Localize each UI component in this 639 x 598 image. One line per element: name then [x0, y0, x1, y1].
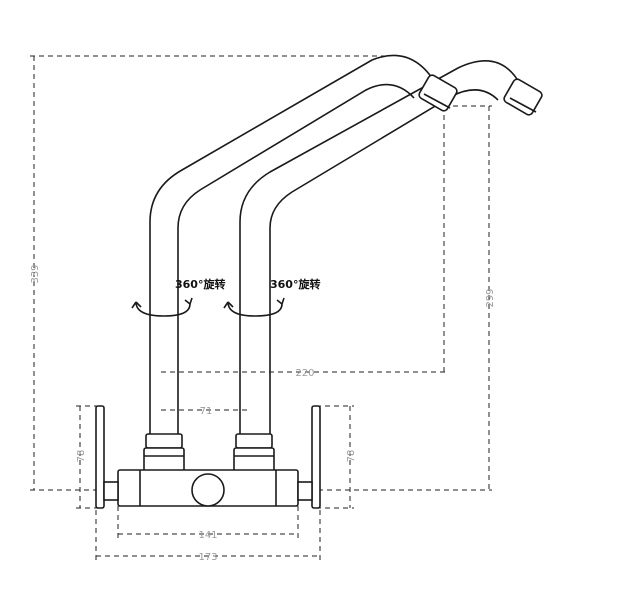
left-rotation-arrow	[131, 297, 193, 317]
dim-body-width: 141	[198, 530, 217, 541]
dim-left-flange-height: 78	[76, 450, 87, 463]
left-valve-nut	[143, 433, 185, 473]
rotation-label-right: 360°旋转	[270, 277, 320, 291]
right-rotation-arrow	[223, 297, 285, 317]
dim-right-flange-height: 78	[346, 450, 357, 463]
control-knob	[191, 473, 225, 507]
rear-spout-aerator	[503, 78, 543, 116]
right-wall-flange	[297, 405, 321, 509]
left-wall-flange	[95, 405, 119, 509]
right-valve-nut	[233, 433, 275, 473]
dim-total-height: 339	[30, 264, 41, 283]
dim-spout-reach: 220	[295, 368, 314, 379]
front-spout-aerator	[418, 74, 458, 112]
dim-overall-width: 173	[198, 552, 217, 563]
mixer-body	[117, 469, 299, 507]
dim-pipe-spacing: 71	[200, 406, 213, 417]
dim-spout-height: 299	[485, 288, 496, 307]
rotation-label-left: 360°旋转	[175, 277, 225, 291]
rear-spout	[239, 60, 543, 440]
front-spout	[149, 54, 458, 440]
